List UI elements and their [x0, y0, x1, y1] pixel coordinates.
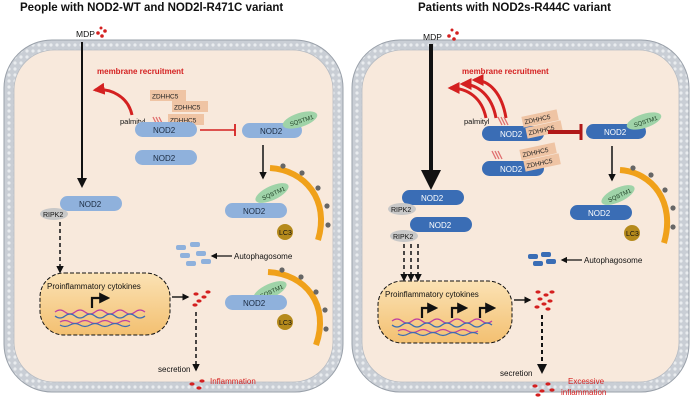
right-sqstm1-top: [626, 112, 662, 130]
left-autophagosome-label: Autophagosome: [234, 252, 293, 261]
right-mdp-icon: [447, 28, 459, 41]
left-cytokines-label: Proinflammatory cytokines: [47, 282, 141, 291]
left-nod2-mid: [225, 203, 287, 218]
right-recruit-arrows: [447, 74, 508, 119]
left-membrane-recruitment-label: membrane recruitment: [97, 67, 184, 76]
left-degraded-fragments: [176, 242, 211, 266]
svg-text:NOD2: NOD2: [429, 221, 452, 230]
svg-text:ZDHHC5: ZDHHC5: [152, 94, 179, 101]
right-inflammation-line1: Excessive: [568, 377, 605, 386]
svg-text:NOD2: NOD2: [153, 126, 176, 135]
left-dna: [54, 309, 146, 328]
left-secretion-label: secretion: [158, 365, 190, 374]
right-palmityl-icon: [497, 116, 509, 126]
right-ripk2-arrows: [400, 244, 422, 282]
svg-text:ZDHHC5: ZDHHC5: [170, 118, 197, 125]
right-nod2-ripk2-1: [402, 190, 464, 205]
right-zdhhc5-tags-1: ZDHHC5 ZDHHC5: [521, 109, 563, 139]
right-autophagosome-arc: [619, 167, 671, 244]
svg-text:LC3: LC3: [626, 231, 639, 238]
left-cytokine-dots: [192, 290, 211, 307]
svg-text:LC3: LC3: [279, 230, 292, 237]
right-sqstm1-mid: [601, 185, 635, 205]
right-panel-title: Patients with NOD2s-R444C variant: [418, 2, 612, 14]
right-mdp-label: MDP: [423, 32, 442, 42]
svg-text:NOD2: NOD2: [243, 207, 266, 216]
right-membrane-recruitment-label: membrane recruitment: [462, 67, 549, 76]
left-recruit-arrow: [92, 82, 134, 116]
right-zdhhc5-tags-2: ZDHHC5 ZDHHC5: [519, 142, 561, 172]
svg-text:NOD2: NOD2: [500, 165, 523, 174]
right-nod2-mid: [570, 205, 632, 220]
svg-text:NOD2: NOD2: [588, 209, 611, 218]
left-inflammation-label: Inflammation: [210, 377, 256, 386]
svg-text:NOD2: NOD2: [79, 200, 102, 209]
right-outside-cytokines: [532, 382, 555, 397]
left-palmityl-label: palmityl: [120, 117, 146, 126]
left-arc1-dots: [280, 163, 331, 228]
right-palmityl-icon-2: [491, 150, 503, 160]
right-autophagosome-label: Autophagosome: [584, 256, 643, 265]
left-mdp-label: MDP: [76, 29, 95, 39]
left-lc3-2: [277, 314, 293, 330]
svg-text:RIPK2: RIPK2: [391, 207, 411, 214]
right-cell: MDP membrane recruitment palmityl NOD2 Z…: [351, 28, 690, 397]
svg-text:RIPK2: RIPK2: [43, 212, 63, 219]
right-dna: [391, 318, 493, 337]
svg-text:NOD2: NOD2: [604, 128, 627, 137]
right-cytokine-dots: [534, 290, 555, 311]
right-degraded-fragments: [528, 252, 556, 266]
left-nod2-cyto: [135, 150, 197, 165]
right-cytokines-label: Proinflammatory cytokines: [385, 290, 479, 299]
svg-text:ZDHHC5: ZDHHC5: [174, 105, 201, 112]
left-autophagosome-arc-2: [267, 269, 324, 346]
left-autophagosome-arc-1: [269, 165, 325, 241]
svg-text:RIPK2: RIPK2: [393, 234, 413, 241]
left-sqstm1-mid: [255, 183, 289, 203]
left-sqstm1-top: [282, 111, 318, 129]
left-outside-cytokines: [189, 379, 205, 390]
left-transcription-arrow: [90, 292, 111, 308]
right-ripk2-1: [388, 203, 416, 215]
svg-text:NOD2: NOD2: [500, 130, 523, 139]
left-nod2-membrane: [135, 122, 197, 137]
right-palmityl-label: palmityl: [464, 117, 490, 126]
right-transcription-arrows: [420, 302, 497, 318]
right-nod2-ripk2-2: [410, 217, 472, 232]
right-lc3: [624, 225, 640, 241]
left-nod2-ripk2: [60, 196, 122, 211]
svg-text:NOD2: NOD2: [421, 194, 444, 203]
left-arc2-dots: [279, 267, 329, 332]
left-nod2-bottom: [225, 295, 287, 310]
left-cell: MDP membrane recruitment ZDHHC5 ZDHHC5 Z…: [3, 26, 344, 393]
svg-text:NOD2: NOD2: [243, 299, 266, 308]
left-mdp-icon: [96, 26, 107, 38]
left-ripk2: [40, 208, 68, 220]
right-ripk2-2: [390, 230, 418, 242]
right-secretion-label: secretion: [500, 369, 532, 378]
left-panel-title: People with NOD2-WT and NOD2l-R471C vari…: [20, 2, 284, 14]
svg-text:LC3: LC3: [279, 320, 292, 327]
right-inflammation-line2: inflammation: [561, 388, 606, 397]
right-nucleus: [377, 280, 513, 344]
svg-text:NOD2: NOD2: [260, 127, 283, 136]
left-nucleus: [39, 272, 171, 336]
left-zdhhc5-tags: ZDHHC5 ZDHHC5 ZDHHC5: [150, 90, 208, 125]
left-lc3-1: [277, 224, 293, 240]
right-arc-dots: [630, 165, 676, 230]
svg-text:NOD2: NOD2: [153, 154, 176, 163]
